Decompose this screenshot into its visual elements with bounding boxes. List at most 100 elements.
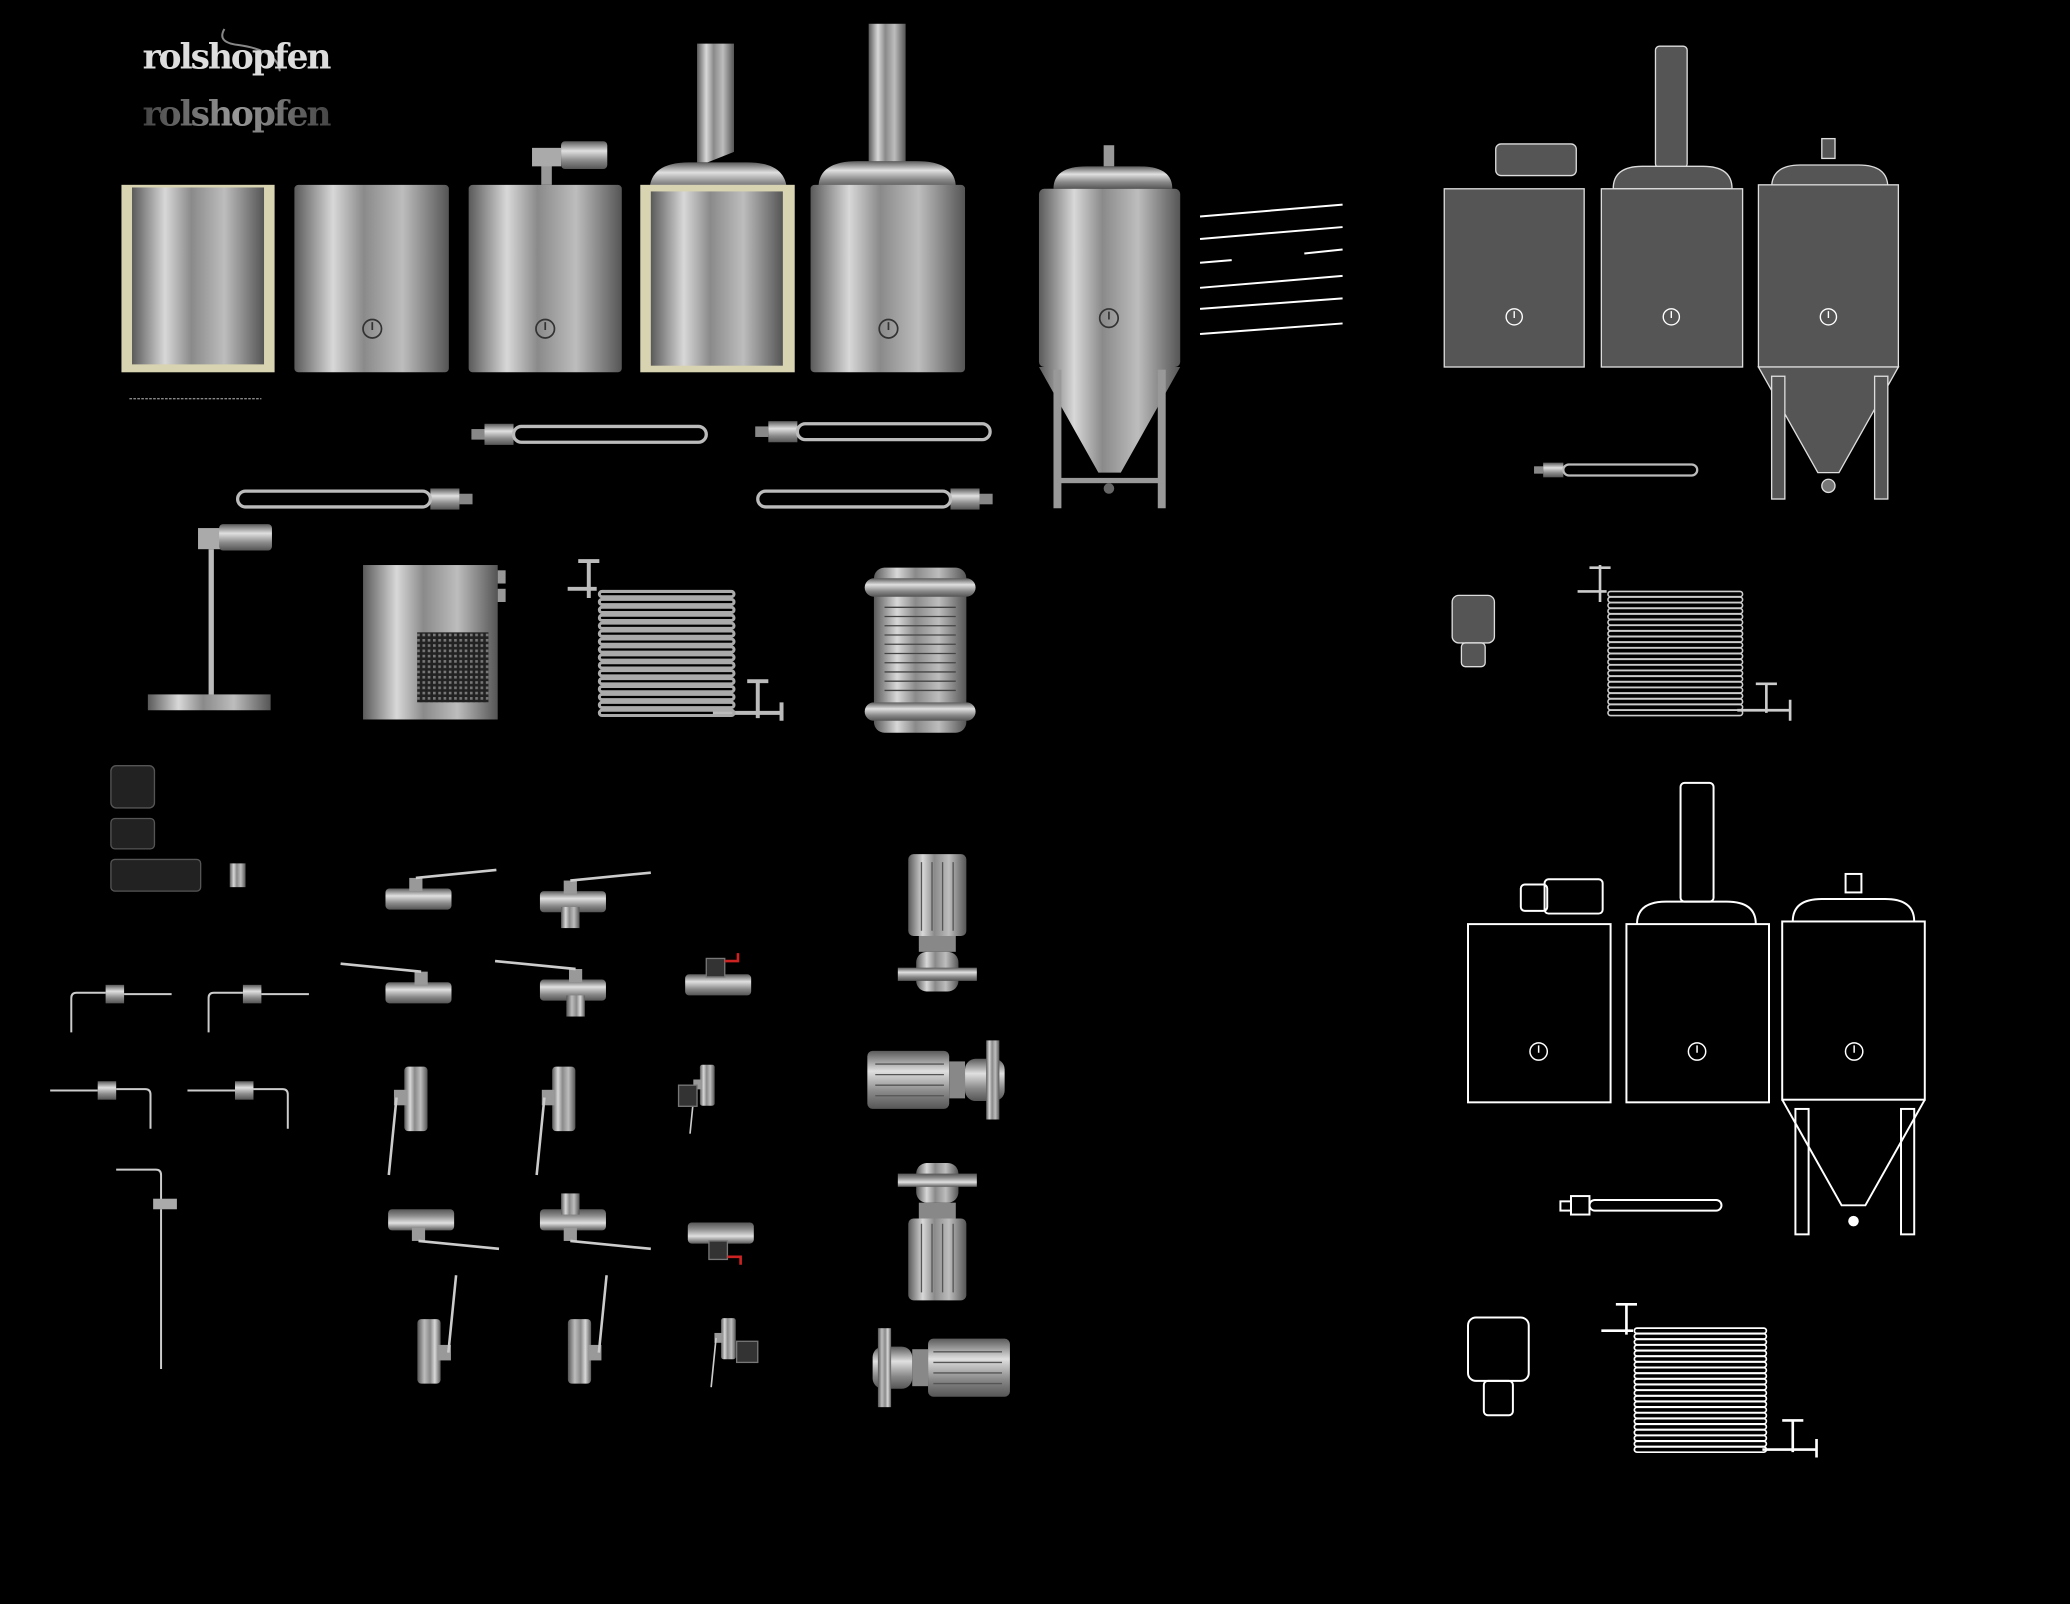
coil-ring	[1633, 1355, 1768, 1363]
ball-valve	[339, 962, 453, 1005]
chiller-unit	[363, 565, 506, 720]
cooling-coil	[567, 559, 784, 721]
coil-ring	[1633, 1338, 1768, 1346]
horizontal-pump	[866, 1040, 1006, 1120]
conical-fermenter	[1038, 145, 1181, 509]
vertical-tee-valve	[535, 1065, 577, 1177]
coil-ring	[597, 597, 736, 607]
coil-ring	[1633, 1423, 1768, 1431]
flat-heating-element	[1534, 461, 1699, 479]
coil-ring	[597, 677, 736, 686]
heating-element	[235, 486, 473, 512]
dip-tube-probe	[116, 1168, 177, 1370]
solenoid-valve	[683, 951, 753, 997]
coil-ring	[1607, 641, 1744, 649]
agitator	[147, 524, 272, 711]
coil-ring	[597, 684, 736, 694]
coil-ring	[597, 589, 736, 599]
flat-fermenter	[1757, 137, 1900, 500]
heating-element	[755, 419, 992, 444]
temperature-probe	[70, 983, 173, 1034]
coil-ring	[1607, 601, 1744, 609]
temperature-probe	[207, 983, 311, 1034]
coil-ring	[1633, 1440, 1768, 1448]
coil-ring	[1607, 698, 1744, 706]
coil-ring	[1607, 669, 1744, 677]
coil-ring	[1607, 613, 1744, 621]
heating-element	[756, 486, 993, 512]
coil-ring	[1633, 1361, 1768, 1369]
tee-ball-valve	[493, 959, 608, 1018]
coil-ring	[597, 669, 736, 678]
flat-cooling-coil	[1577, 565, 1792, 721]
insulated-tank	[121, 184, 275, 373]
ball-valve	[386, 1207, 501, 1251]
coil-ring	[1607, 703, 1744, 711]
coil-ring	[1607, 618, 1744, 626]
coil-ring	[1633, 1378, 1768, 1386]
coil-ring	[1633, 1446, 1768, 1454]
vertical-solenoid-valve	[709, 1316, 738, 1389]
gauge-icon	[1529, 1042, 1549, 1061]
vertical-pump-inverted	[897, 1162, 977, 1302]
outline-kettle	[1625, 781, 1770, 1104]
gauge-icon	[1844, 1042, 1864, 1061]
vertical-ball-valve	[387, 1065, 429, 1177]
coil-ring	[1633, 1417, 1768, 1425]
coil-ring	[1607, 675, 1744, 683]
solenoid-valve	[686, 1221, 756, 1267]
coil-ring	[1633, 1389, 1768, 1397]
coil-ring	[1633, 1332, 1768, 1340]
coil-ring	[1633, 1429, 1768, 1437]
logo-reflection-text: rolshopfen	[143, 94, 332, 134]
coil-ring	[597, 621, 736, 630]
outline-heating-element	[1559, 1195, 1723, 1216]
tee-ball-valve	[538, 871, 653, 930]
coil-ring	[1607, 607, 1744, 615]
tee-ball-valve	[538, 1192, 653, 1251]
coil-ring	[1607, 596, 1744, 604]
temperature-probe	[49, 1080, 152, 1130]
coil-ring	[1607, 658, 1744, 666]
steel-tank-with-motor	[468, 141, 622, 373]
coil-ring	[1633, 1349, 1768, 1357]
coil-ring	[1633, 1344, 1768, 1352]
coil-ring	[1607, 664, 1744, 672]
coil-ring	[597, 629, 736, 638]
coil-ring	[597, 661, 736, 670]
coil-ring	[1607, 709, 1744, 717]
vertical-ball-valve	[416, 1273, 458, 1385]
coil-ring	[597, 645, 736, 654]
solenoid-coil	[677, 1084, 698, 1107]
coil-ring	[597, 692, 736, 702]
vertical-pump	[897, 853, 977, 993]
coil-ring	[1633, 1366, 1768, 1374]
outline-pump-base	[1482, 1379, 1514, 1417]
outline-pump-box	[1467, 1316, 1530, 1382]
coil-ring	[1607, 647, 1744, 655]
coil-ring	[597, 637, 736, 646]
coil-ring	[597, 605, 736, 615]
coil-ring	[597, 708, 736, 718]
solenoid-coil	[735, 1340, 759, 1364]
coil-ring	[1607, 652, 1744, 660]
coil-ring	[1633, 1327, 1768, 1335]
flat-pump-box	[1451, 594, 1496, 644]
coil-ring	[1607, 686, 1744, 694]
flat-kettle	[1600, 45, 1744, 368]
swatch-button-large	[110, 765, 156, 809]
swatch-button-small	[110, 817, 156, 850]
horizontal-pump-mirrored	[871, 1328, 1011, 1408]
steel-tank	[294, 184, 449, 373]
coil-ring	[1607, 630, 1744, 638]
coil-ring	[1607, 590, 1744, 598]
flat-pump-base	[1460, 642, 1486, 668]
coil-ring	[1633, 1400, 1768, 1408]
coil-ring	[597, 613, 736, 622]
coil-ring	[1633, 1383, 1768, 1391]
swatch-button-wide	[110, 858, 202, 892]
coil-ring	[1607, 692, 1744, 700]
vertical-tee-valve	[566, 1273, 608, 1385]
coil-ring	[597, 653, 736, 662]
